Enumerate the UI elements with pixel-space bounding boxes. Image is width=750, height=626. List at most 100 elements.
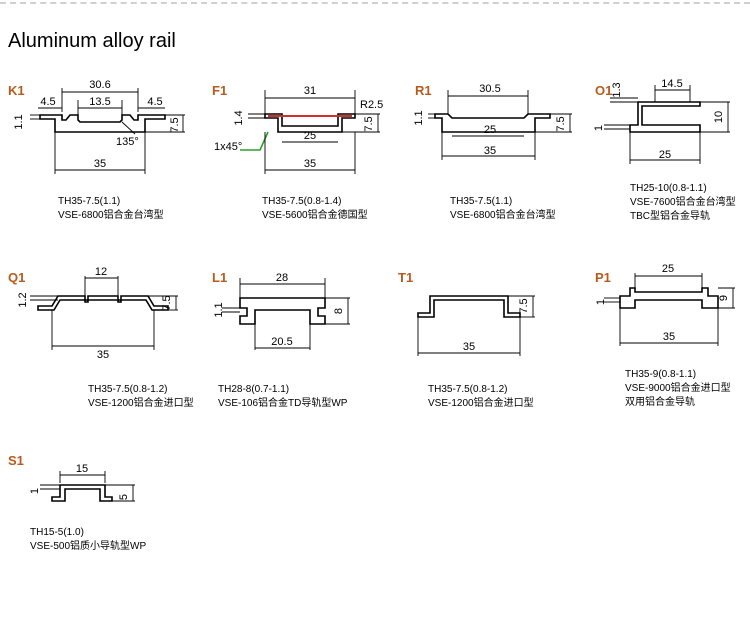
caption-r1: TH35-7.5(1.1) VSE-6800铝合金台湾型 bbox=[450, 195, 556, 223]
dim-k1-height: 7.5 bbox=[169, 117, 181, 132]
profile-s1 bbox=[51, 484, 113, 502]
dim-k1-right: 4.5 bbox=[147, 96, 162, 108]
dim-l1-top: 28 bbox=[276, 272, 288, 284]
rail-code-t1: T1 bbox=[398, 270, 414, 285]
dim-q1-thick: 1.2 bbox=[17, 292, 29, 307]
dim-o1-bottom: 25 bbox=[659, 149, 671, 161]
rail-drawing-t1: 7.5 35 bbox=[417, 295, 535, 356]
rail-code-o1: O1 bbox=[595, 83, 613, 98]
caption-l1-line2: VSE-106铝合金TD导轨型WP bbox=[218, 398, 348, 409]
profile-q1 bbox=[37, 295, 169, 311]
dim-p1-bottom: 35 bbox=[663, 331, 675, 343]
dim-k1-bottom: 35 bbox=[94, 158, 106, 170]
caption-l1: TH28-8(0.7-1.1) VSE-106铝合金TD导轨型WP bbox=[218, 383, 347, 411]
dim-k1-mid: 13.5 bbox=[89, 96, 110, 108]
caption-o1-line2: VSE-7600铝合金台湾型 bbox=[630, 197, 736, 208]
caption-o1-line1: TH25-10(0.8-1.1) bbox=[630, 183, 707, 194]
caption-q1: TH35-7.5(0.8-1.2) VSE-1200铝合金进口型 bbox=[88, 383, 194, 411]
profile-k1 bbox=[39, 114, 166, 133]
rail-drawing-p1: 25 1 9 35 bbox=[595, 263, 735, 346]
dim-k1-left: 4.5 bbox=[40, 96, 55, 108]
dim-l1-height: 8 bbox=[333, 308, 345, 314]
dim-r1-top: 30.5 bbox=[479, 83, 500, 95]
dim-k1-top: 30.6 bbox=[89, 79, 110, 91]
caption-o1: TH25-10(0.8-1.1) VSE-7600铝合金台湾型 TBC型铝合金导… bbox=[630, 182, 736, 224]
top-divider bbox=[0, 2, 750, 4]
caption-s1: TH15-5(1.0) VSE-500铝质小导轨型WP bbox=[30, 526, 146, 554]
dim-f1-height: 7.5 bbox=[363, 116, 375, 131]
rail-code-r1: R1 bbox=[415, 83, 432, 98]
rail-drawing-f1: 31 R2.5 1x45° 1.4 7.5 25 35 bbox=[214, 85, 383, 174]
profile-p1 bbox=[619, 287, 719, 309]
dim-k1-angle: 135° bbox=[116, 136, 139, 148]
dim-o1-height: 10 bbox=[713, 111, 725, 123]
dim-t1-bottom: 35 bbox=[463, 341, 475, 353]
rail-code-p1: P1 bbox=[595, 270, 611, 285]
profile-l1 bbox=[239, 297, 326, 325]
caption-f1: TH35-7.5(0.8-1.4) VSE-5600铝合金德国型 bbox=[262, 195, 368, 223]
rail-code-s1: S1 bbox=[8, 453, 24, 468]
dim-r1-inner: 25 bbox=[484, 124, 496, 136]
dim-r1-thick: 1.1 bbox=[413, 110, 425, 125]
profile-t1 bbox=[417, 295, 521, 318]
caption-t1-line2: VSE-1200铝合金进口型 bbox=[428, 398, 534, 409]
caption-t1: TH35-7.5(0.8-1.2) VSE-1200铝合金进口型 bbox=[428, 383, 534, 411]
rail-code-q1: Q1 bbox=[8, 270, 26, 285]
caption-r1-line1: TH35-7.5(1.1) bbox=[450, 196, 513, 207]
caption-s1-line2: VSE-500铝质小导轨型WP bbox=[30, 541, 147, 552]
dim-q1-height: 7.5 bbox=[161, 295, 173, 310]
caption-p1-line3: 双用铝合金导轨 bbox=[625, 397, 695, 408]
rail-drawing-o1: 14.5 1.3 1 10 25 bbox=[593, 78, 730, 164]
rail-drawing-s1: 15 1 5 bbox=[29, 463, 135, 502]
dim-p1-top: 25 bbox=[662, 263, 674, 275]
dim-f1-bottom: 35 bbox=[304, 158, 316, 170]
caption-p1-line2: VSE-9000铝合金进口型 bbox=[625, 383, 731, 394]
dim-f1-top: 31 bbox=[304, 85, 316, 97]
rail-drawing-q1: 12 1.2 7.5 35 bbox=[17, 266, 178, 361]
caption-q1-line1: TH35-7.5(0.8-1.2) bbox=[88, 384, 168, 395]
rail-drawing-l1: 28 1.1 8 20.5 bbox=[213, 272, 350, 350]
dim-o1-top: 14.5 bbox=[661, 78, 682, 90]
caption-f1-line1: TH35-7.5(0.8-1.4) bbox=[262, 196, 342, 207]
dim-s1-height: 5 bbox=[118, 494, 130, 500]
dim-q1-bottom: 35 bbox=[97, 349, 109, 361]
page-title: Aluminum alloy rail bbox=[8, 30, 176, 52]
caption-p1-line1: TH35-9(0.8-1.1) bbox=[625, 369, 697, 380]
caption-t1-line1: TH35-7.5(0.8-1.2) bbox=[428, 384, 508, 395]
caption-k1: TH35-7.5(1.1) VSE-6800铝合金台湾型 bbox=[58, 195, 164, 223]
rail-code-k1: K1 bbox=[8, 83, 25, 98]
caption-p1: TH35-9(0.8-1.1) VSE-9000铝合金进口型 双用铝合金导轨 bbox=[625, 368, 731, 410]
caption-k1-line1: TH35-7.5(1.1) bbox=[58, 196, 121, 207]
rail-drawing-k1: 30.6 4.5 13.5 4.5 135° 1.1 7.5 35 bbox=[13, 79, 185, 174]
caption-q1-line2: VSE-1200铝合金进口型 bbox=[88, 398, 194, 409]
dim-f1-inner: 25 bbox=[304, 130, 316, 142]
rail-drawing-r1: 30.5 1.1 7.5 25 35 bbox=[413, 83, 572, 160]
dim-k1-thick: 1.1 bbox=[13, 114, 25, 129]
rail-code-l1: L1 bbox=[212, 270, 228, 285]
dim-r1-height: 7.5 bbox=[555, 116, 567, 131]
dim-o1-thick1: 1.3 bbox=[611, 82, 623, 97]
profile-o1 bbox=[629, 101, 701, 133]
caption-r1-line2: VSE-6800铝合金台湾型 bbox=[450, 210, 556, 221]
caption-o1-line3: TBC型铝合金导轨 bbox=[630, 211, 710, 222]
caption-l1-line1: TH28-8(0.7-1.1) bbox=[218, 384, 290, 395]
rail-code-f1: F1 bbox=[212, 83, 228, 98]
dim-l1-thick: 1.1 bbox=[213, 302, 225, 317]
dim-f1-thick: 1.4 bbox=[233, 110, 245, 125]
dim-r1-bottom: 35 bbox=[484, 145, 496, 157]
dim-q1-top: 12 bbox=[95, 266, 107, 278]
caption-f1-line2: VSE-5600铝合金德国型 bbox=[262, 210, 368, 221]
dim-f1-radius: R2.5 bbox=[360, 99, 383, 111]
profile-f1 bbox=[264, 113, 356, 133]
dim-p1-thick: 1 bbox=[595, 299, 607, 305]
dim-f1-chamfer: 1x45° bbox=[214, 141, 242, 153]
dim-l1-inner: 20.5 bbox=[271, 336, 292, 348]
dim-t1-height: 7.5 bbox=[518, 298, 530, 313]
dim-o1-thick2: 1 bbox=[593, 125, 605, 131]
dim-s1-thick: 1 bbox=[29, 488, 41, 494]
profile-r1 bbox=[434, 113, 551, 133]
caption-s1-line1: TH15-5(1.0) bbox=[30, 527, 84, 538]
dim-p1-height: 9 bbox=[718, 295, 730, 301]
caption-k1-line2: VSE-6800铝合金台湾型 bbox=[58, 210, 164, 221]
dim-s1-top: 15 bbox=[76, 463, 88, 475]
